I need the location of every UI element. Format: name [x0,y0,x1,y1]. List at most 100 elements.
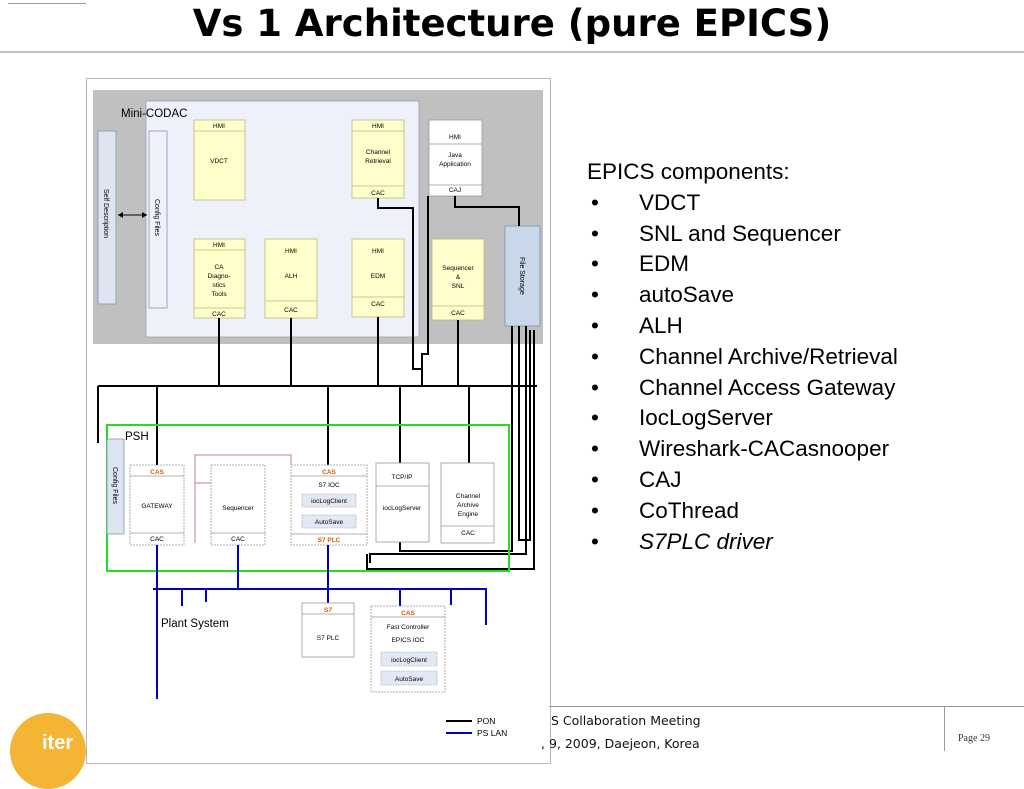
footer-rule-right [549,706,1024,707]
channel-retrieval-box [351,119,405,199]
vdct-box [193,119,246,201]
file-storage-box [504,225,541,327]
legend-pon-label: PON [477,716,495,726]
config-files-label-psh: Config Files [111,467,118,504]
list-item: •CAJ [587,465,898,496]
list-item: • autoSave [587,280,898,311]
java-application-line1: Java [448,152,462,159]
list-item-label: VDCT [639,189,701,215]
fast-controller-ioclogclient-label: iocLogClient [391,657,427,664]
channel-archive-box [440,462,495,544]
fast-controller-title1: Fast Controller [387,624,430,631]
s7-ioc-autosave [301,514,357,529]
sequencer-snl-cac: CAC [451,310,465,317]
list-item: • IocLogServer [587,403,898,434]
fast-controller-autosave [380,670,438,686]
page-number: Page 29 [958,733,990,744]
ioclogserver-box [375,462,430,543]
list-item: • CoThread [587,496,898,527]
channel-retrieval-cac: CAC [371,190,385,197]
channel-retrieval-line2: Retrieval [365,158,391,165]
list-item: •SNL and Sequencer [587,219,898,250]
java-application-hmi: HMI [449,134,461,141]
channel-archive-cac: CAC [461,530,475,537]
channel-archive-line1: Channel [456,493,481,500]
ca-diagnostics-hmi: HMI [213,242,225,249]
list-item: •Channel Archive/Retrieval [587,342,898,373]
s7-plc-s7: S7 [324,607,332,614]
edm-cac: CAC [371,301,385,308]
java-application-caj: CAJ [449,187,461,194]
bullet: • [591,374,599,400]
ca-diagnostics-line4: Tools [211,291,227,298]
list-item: •ALH [587,311,898,342]
sequencer-snl-line3: SNL [452,283,465,290]
alh-label: ALH [285,273,298,280]
channel-archive-line2: Archive [457,502,479,509]
bullet: • [591,497,599,523]
channel-retrieval-line1: Channel [366,149,391,156]
fast-controller-title2: EPICS IOC [392,637,425,644]
list-item: • VDCT [587,188,898,219]
edm-box [351,238,405,318]
bullet: • [591,466,599,492]
edm-label: EDM [371,273,385,280]
fast-controller-ioclogclient [380,651,438,667]
bullet: • [591,220,599,246]
vdct-label: VDCT [210,158,228,165]
s7-plc-label: S7 PLC [317,635,340,642]
alh-box [264,238,318,319]
epics-components-list: EPICS components: • VDCT •SNL and Sequence… [587,157,898,557]
title-divider [0,51,1024,53]
bullet: • [591,436,599,462]
config-files-box-mini [148,130,168,309]
channel-retrieval-hmi: HMI [372,123,384,130]
gateway-cac: CAC [150,536,164,543]
footer-rule-left [8,3,86,4]
ca-diagnostics-line2: Diagno- [208,273,231,280]
self-description-label: Self Description [102,189,109,238]
bullet: • [591,343,599,369]
fast-controller-cas: CAS [401,610,415,617]
s7-ioc-ioclogclient-label: iocLogClient [311,498,347,505]
gateway-box [129,464,185,546]
components-heading: EPICS components: [587,159,790,184]
list-item-label: Wireshark-CACasnooper [639,436,890,462]
s7-plc-box [301,602,355,658]
ca-diagnostics-line3: stics [213,282,227,289]
plant-system-label: Plant System [161,618,229,630]
slide-title: Vs 1 Architecture (pure EPICS) [192,2,832,45]
s7-ioc-cas: CAS [322,469,336,476]
footer-date: , 9, 2009, Daejeon, Korea [541,736,700,751]
bullet: • [591,282,599,308]
ca-diagnostics-line1: CA [214,264,224,271]
sequencer-label: Sequencer [222,505,254,512]
mini-codac-label: Mini-CODAC [121,108,187,120]
gateway-label: GATEWAY [141,503,173,510]
sequencer-box [210,464,266,546]
list-item-label: CoThread [639,497,740,523]
bullet: • [591,189,599,215]
list-item: • Wireshark-CACasnooper [587,434,898,465]
legend-pslan-label: PS LAN [477,728,507,738]
ca-diagnostics-cac: CAC [212,311,226,318]
config-files-label-mini: Config Files [153,199,160,236]
java-application-line2: Application [439,161,471,168]
list-item-label: ALH [639,312,683,338]
architecture-diagram: Mini-CODAC Self Description Config Files… [86,78,551,764]
sequencer-snl-line1: Sequencer [442,265,474,272]
config-files-box-psh [106,438,125,535]
fast-controller-autosave-label: AutoSave [395,676,424,683]
list-item-label: EDM [639,251,689,277]
s7-ioc-s7plc: S7 PLC [318,537,341,544]
bullet: • [591,405,599,431]
list-item-label: autoSave [639,282,735,308]
list-item: •EDM [587,249,898,280]
alh-hmi: HMI [285,248,297,255]
s7-ioc-title: S7 IOC [318,482,340,489]
iter-logo-text: iter [42,732,74,754]
list-item-label: IocLogServer [639,405,773,431]
edm-hmi: HMI [372,248,384,255]
footer-divider [944,707,945,751]
alh-cac: CAC [284,307,298,314]
